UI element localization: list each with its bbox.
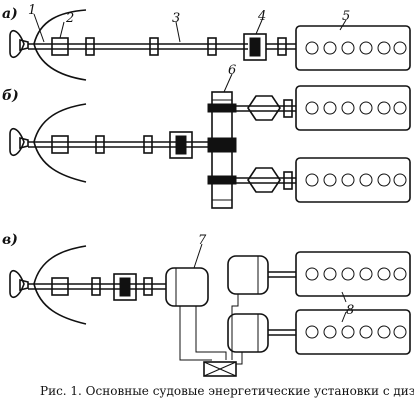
shaft-bearing-a3 bbox=[207, 37, 217, 56]
coupling-c-core bbox=[119, 277, 131, 297]
electric-wiring bbox=[179, 294, 243, 365]
elastic-coupling-b-lower bbox=[247, 167, 281, 193]
label-3: 3 bbox=[172, 11, 180, 26]
stern-tube-a bbox=[51, 37, 69, 56]
label-6: 6 bbox=[228, 63, 236, 78]
row-letter-c: в) bbox=[2, 232, 18, 248]
row-letter-b: б) bbox=[2, 88, 19, 104]
diesel-engine-c-lower bbox=[295, 309, 411, 355]
diesel-engine-b-lower bbox=[295, 157, 411, 203]
switchboard bbox=[203, 361, 237, 377]
label-2: 2 bbox=[65, 11, 74, 26]
elastic-coupling-b-upper bbox=[247, 95, 281, 121]
shaft-bearing-b1 bbox=[95, 135, 105, 154]
coupling-b bbox=[169, 131, 193, 159]
label-1: 1 bbox=[28, 3, 36, 18]
propeller-a bbox=[9, 30, 29, 58]
figure-caption: Рис. 1. Основные судовые энергетические … bbox=[40, 384, 414, 398]
shaft-bearing-b4 bbox=[283, 171, 293, 190]
stern-tube-c bbox=[51, 277, 69, 296]
coupling-b-core bbox=[175, 135, 187, 155]
shaft-bearing-a1 bbox=[85, 37, 95, 56]
reduction-gear-b bbox=[207, 91, 237, 209]
coupling-a bbox=[243, 33, 267, 61]
diesel-engine-b-upper bbox=[295, 85, 411, 131]
label-8: 8 bbox=[346, 303, 354, 318]
coupling-a-core bbox=[249, 37, 261, 57]
shaft-bearing-b2 bbox=[143, 135, 153, 154]
diesel-engine-a bbox=[295, 25, 411, 71]
coupling-c bbox=[113, 273, 137, 301]
stern-tube-b bbox=[51, 135, 69, 154]
shaft-bearing-a2 bbox=[149, 37, 159, 56]
shaft-bearing-c1 bbox=[91, 277, 101, 296]
row-letter-a: а) bbox=[2, 6, 18, 22]
propeller-b bbox=[9, 128, 29, 156]
shaft-bearing-b3 bbox=[283, 99, 293, 118]
hull-stern-c bbox=[33, 245, 87, 325]
row-a: а) 1 2 3 bbox=[2, 3, 411, 81]
hull-stern-b bbox=[33, 103, 87, 183]
shaft-bearing-a4 bbox=[277, 37, 287, 56]
row-b: б) 6 bbox=[2, 63, 411, 209]
shaft-bearing-c2 bbox=[143, 277, 153, 296]
row-c: в) 7 bbox=[2, 232, 411, 377]
generator-lower bbox=[227, 313, 269, 353]
propeller-c bbox=[9, 270, 29, 298]
propulsion-motor bbox=[165, 267, 209, 307]
hull-stern-a bbox=[33, 9, 87, 81]
label-4: 4 bbox=[257, 9, 266, 24]
label-5: 5 bbox=[342, 9, 350, 24]
label-7: 7 bbox=[198, 233, 207, 248]
diesel-engine-c-upper bbox=[295, 251, 411, 297]
generator-upper bbox=[227, 255, 269, 295]
